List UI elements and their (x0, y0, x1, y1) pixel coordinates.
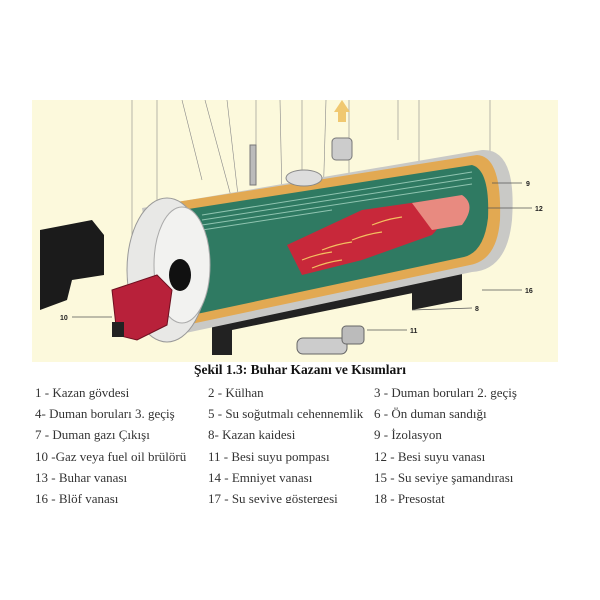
legend-item: 5 - Su soğutmalı cehennemlik (208, 406, 364, 422)
legend-item: 14 - Emniyet vanası (208, 469, 313, 485)
legend-item: 13 - Buhar vanası (35, 469, 128, 485)
boiler-diagram: 9 12 16 8 11 10 (32, 100, 558, 362)
legend-item: 3 - Duman boruları 2. geçiş (374, 385, 517, 400)
legend-item: 6 - Ön duman sandığı (374, 406, 487, 422)
callout-16: 16 (525, 288, 533, 295)
legend-item: 17 - Su seviye göstergesi (208, 491, 338, 503)
legend-item: 4- Duman boruları 3. geçiş (35, 406, 175, 422)
legend-item: 1 - Kazan gövdesi (35, 385, 130, 400)
legend-item: 11 - Besi suyu pompası (208, 448, 330, 464)
figure-caption: Şekil 1.3: Buhar Kazanı ve Kısımları (193, 362, 406, 377)
legend-item: 18 - Presostat (374, 491, 445, 503)
callout-10: 10 (60, 315, 68, 322)
callout-8: 8 (475, 306, 479, 313)
callout-11: 11 (410, 328, 418, 335)
legend-item: 12 - Besi suyu vanası (374, 448, 486, 464)
legend-item: 7 - Duman gazı Çıkışı (35, 427, 150, 443)
legend-item: 16 - Blöf vanası (35, 491, 119, 503)
legend-item: 2 - Külhan (208, 385, 264, 400)
callout-9: 9 (526, 181, 530, 188)
legend-item: 9 - İzolasyon (374, 427, 442, 443)
legend-item: 8- Kazan kaidesi (208, 427, 296, 443)
callout-12: 12 (535, 206, 543, 213)
legend-item: 15 - Su seviye şamandırası (374, 469, 514, 485)
legend-item: 10 -Gaz veya fuel oil brülörü (35, 448, 187, 464)
parts-legend: 1 - Kazan gövdesi 2 - Külhan 3 - Duman bor… (0, 383, 600, 503)
